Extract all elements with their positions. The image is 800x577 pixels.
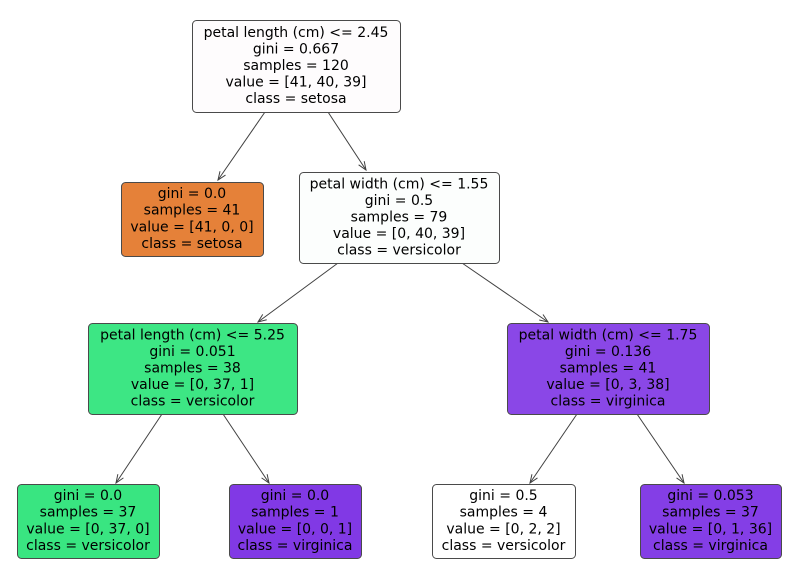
edge-root-n1: [217, 111, 266, 182]
node-line: gini = 0.0: [158, 186, 226, 202]
node-line: samples = 1: [251, 505, 339, 521]
edge-line: [636, 413, 685, 484]
edge-line: [529, 413, 578, 484]
node-line: samples = 38: [144, 361, 241, 377]
node-box: [229, 484, 362, 559]
edge-n4-n7: [529, 413, 578, 485]
node-line: class = versicolor: [442, 538, 566, 554]
node-line: samples = 41: [560, 361, 657, 377]
arrow-head: [261, 474, 270, 485]
node-box: [121, 182, 264, 257]
node-line: samples = 37: [40, 505, 137, 521]
node-line: samples = 4: [460, 505, 548, 521]
node-line: class = versicolor: [131, 394, 255, 410]
arrow-head: [115, 474, 124, 485]
edge-line: [222, 413, 270, 484]
node-line: value = [41, 0, 0]: [130, 219, 253, 235]
node-line: value = [0, 3, 38]: [546, 377, 669, 393]
edge-n4-n8: [636, 413, 685, 485]
node-line: samples = 79: [351, 210, 448, 226]
node-line: samples = 41: [144, 203, 241, 219]
node-line: gini = 0.053: [667, 488, 753, 504]
node-line: value = [41, 40, 39]: [225, 75, 366, 91]
node-box: [507, 323, 710, 415]
arrow-head: [217, 171, 226, 182]
node-line: value = [0, 37, 1]: [131, 377, 254, 393]
node-line: value = [0, 1, 36]: [649, 521, 772, 537]
node-line: class = setosa: [245, 91, 346, 107]
edges-layer: [115, 111, 685, 485]
edge-n3-n6: [222, 413, 270, 485]
node-line: samples = 37: [662, 505, 759, 521]
node-line: value = [0, 2, 2]: [446, 521, 560, 537]
node-line: class = setosa: [141, 236, 242, 252]
node-line: value = [0, 40, 39]: [333, 226, 465, 242]
node-line: class = virginica: [238, 538, 353, 554]
node-line: class = virginica: [653, 538, 768, 554]
edge-root-n2: [327, 111, 367, 172]
node-line: value = [0, 0, 1]: [238, 521, 352, 537]
node-line: class = versicolor: [337, 243, 461, 259]
edge-n2-n4: [461, 262, 550, 323]
node-line: petal length (cm) <= 5.25: [100, 327, 285, 343]
edge-n3-n5: [115, 413, 163, 485]
node-line: gini = 0.5: [469, 488, 537, 504]
node-box: [88, 323, 298, 415]
edge-line: [327, 111, 367, 171]
arrow-head: [529, 474, 538, 485]
edge-line: [461, 262, 549, 323]
arrow-head: [676, 474, 685, 485]
node-line: gini = 0.136: [565, 344, 651, 360]
edge-line: [217, 111, 266, 181]
node-line: gini = 0.667: [253, 41, 339, 57]
node-box: [17, 484, 160, 559]
arrow-head: [358, 161, 367, 172]
edge-n2-n3: [256, 262, 339, 323]
node-line: gini = 0.0: [261, 488, 329, 504]
arrow-head: [256, 314, 267, 323]
node-line: class = virginica: [551, 394, 666, 410]
node-line: petal width (cm) <= 1.55: [310, 176, 489, 192]
node-line: petal length (cm) <= 2.45: [204, 25, 389, 41]
node-line: class = versicolor: [26, 538, 150, 554]
node-box: [192, 20, 401, 113]
node-box: [299, 172, 500, 264]
node-line: petal width (cm) <= 1.75: [519, 327, 698, 343]
node-line: gini = 0.051: [149, 344, 235, 360]
edge-line: [257, 262, 339, 323]
node-box: [432, 484, 576, 559]
node-line: gini = 0.5: [365, 193, 433, 209]
arrow-head: [539, 314, 550, 323]
node-line: value = [0, 37, 0]: [26, 521, 149, 537]
node-box: [640, 484, 782, 559]
edge-line: [115, 413, 163, 484]
node-line: gini = 0.0: [54, 488, 122, 504]
node-line: samples = 120: [243, 58, 349, 74]
